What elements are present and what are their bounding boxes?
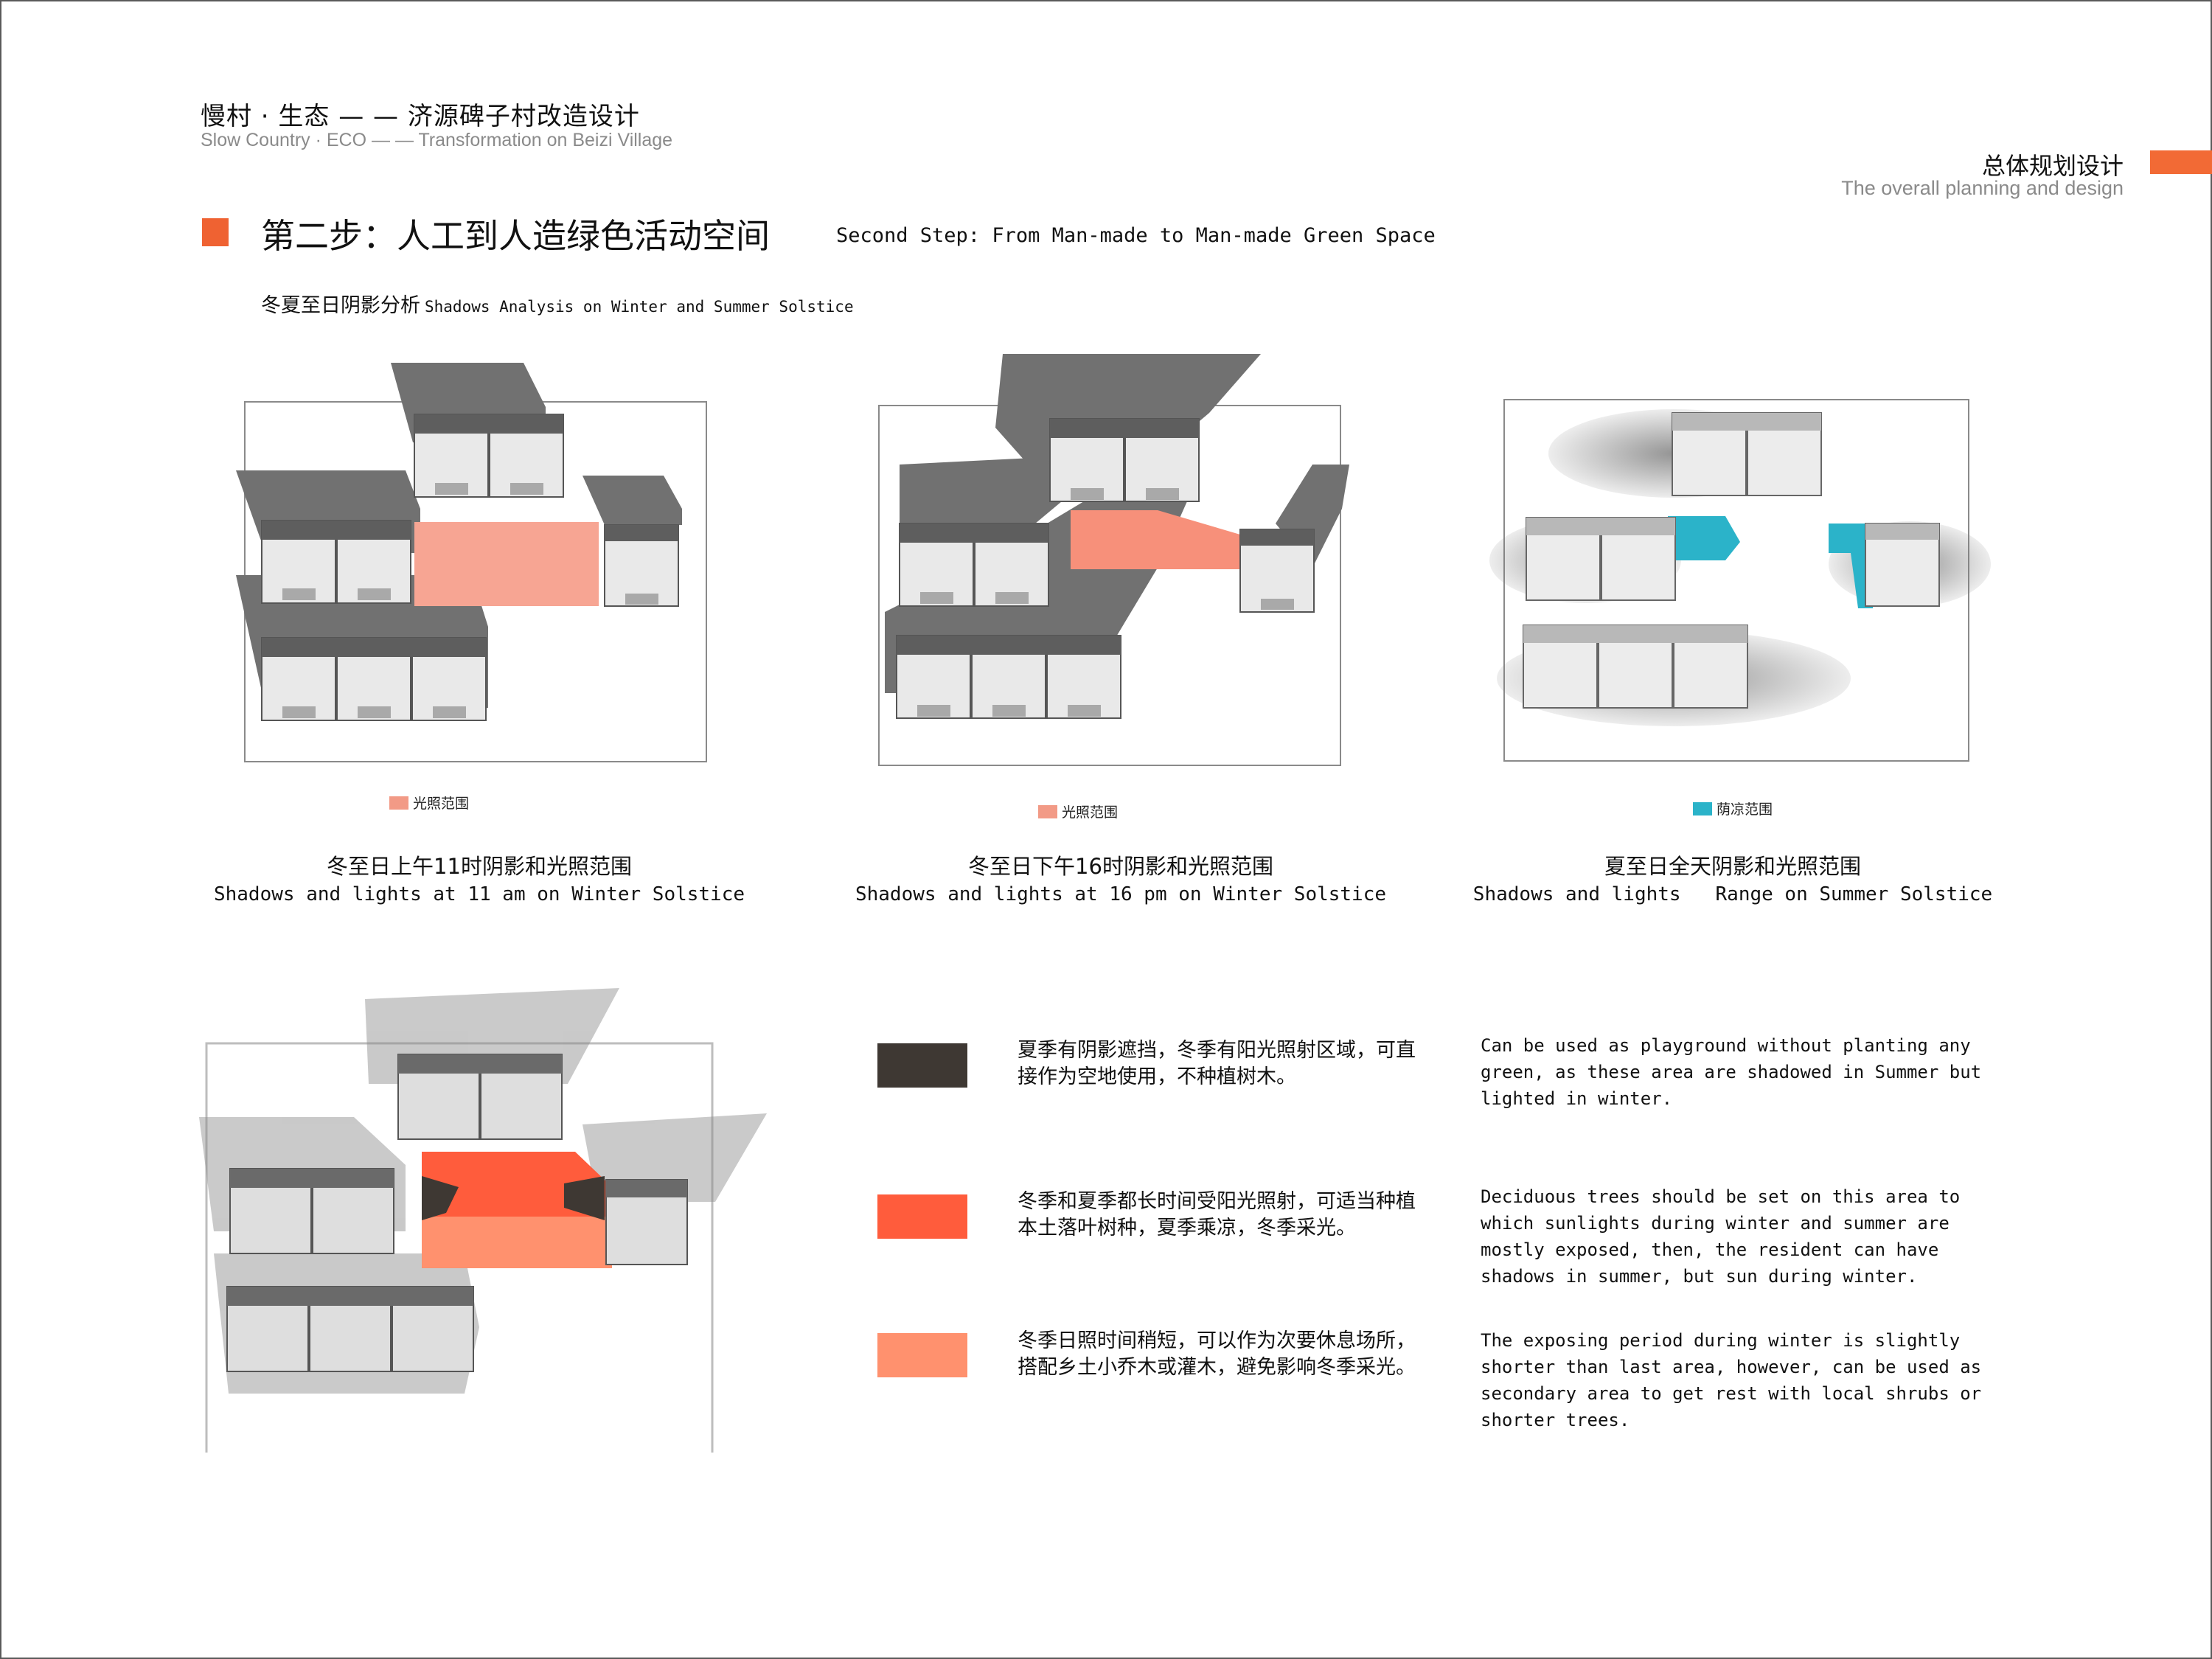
light-range-area: [414, 522, 599, 606]
diagram-composite: [199, 988, 767, 1453]
key-salmon-area: [422, 1217, 612, 1268]
step-title-cn: 第二步：人工到人造绿色活动空间: [261, 216, 770, 256]
legend-swatch: [389, 796, 408, 810]
section-title-cn: 总体规划设计: [1981, 152, 2124, 180]
legend-swatch: [1038, 804, 1057, 818]
caption-cn: 冬至日下午16时阴影和光照范围: [968, 854, 1273, 879]
cool-range-area: [1668, 516, 1740, 560]
diagram-winter-11am: [236, 363, 707, 762]
legend-label: 荫凉范围: [1717, 801, 1773, 818]
caption-diagram-3: 夏至日全天阴影和光照范围 Shadows and lights Range on…: [1445, 849, 2020, 905]
project-title-cn: 慢村 · 生态 — — 济源碑子村改造设计: [201, 102, 640, 131]
caption-cn: 冬至日上午11时阴影和光照范围: [327, 854, 632, 879]
analysis-subtitle: 冬夏至日阴影分析 Shadows Analysis on Winter and S…: [261, 289, 854, 318]
caption-diagram-2: 冬至日下午16时阴影和光照范围 Shadows and lights at 16…: [826, 849, 1416, 905]
caption-en: Shadows and lights at 16 pm on Winter So…: [855, 883, 1387, 905]
key-dark-area: [564, 1176, 605, 1220]
analysis-subtitle-cn: 冬夏至日阴影分析: [261, 294, 420, 317]
key-2-en: Deciduous trees should be set on this ar…: [1481, 1186, 1961, 1287]
diagram-summer-allday: [1489, 399, 1991, 762]
key-swatch-dark: [877, 1043, 967, 1088]
caption-en: Shadows and lights Range on Summer Solst…: [1472, 883, 1993, 905]
section-accent-bar: [2150, 150, 2212, 174]
project-title-en: Slow Country · ECO — — Transformation on…: [201, 130, 673, 150]
key-2-cn: 冬季和夏季都长时间受阳光照射，可适当种植本土落叶树种，夏季乘凉，冬季采光。: [1018, 1190, 1416, 1239]
caption-en: Shadows and lights at 11 am on Winter So…: [213, 883, 745, 905]
analysis-subtitle-en: Shadows Analysis on Winter and Summer So…: [425, 298, 854, 316]
key-1-en: Can be used as playground without planti…: [1481, 1035, 1982, 1109]
caption-cn: 夏至日全天阴影和光照范围: [1604, 854, 1861, 879]
key-swatch-red: [877, 1194, 967, 1239]
cool-range-area: [1829, 524, 1873, 608]
key-dark-area: [422, 1176, 459, 1220]
section-title-en: The overall planning and design: [1841, 177, 2124, 199]
key-3-cn: 冬季日照时间稍短，可以作为次要休息场所，搭配乡土小乔木或灌木，避免影响冬季采光。: [1018, 1329, 1416, 1379]
key-red-area: [422, 1152, 608, 1235]
legend-swatch: [1693, 801, 1712, 815]
legend-diagram-1: 光照范围: [389, 793, 469, 813]
step-marker: [202, 218, 229, 246]
step-title-en: Second Step: From Man-made to Man-made G…: [836, 224, 1436, 247]
light-range-area: [1071, 510, 1240, 569]
caption-diagram-1: 冬至日上午11时阴影和光照范围 Shadows and lights at 11…: [192, 849, 767, 905]
key-1-cn: 夏季有阴影遮挡，冬季有阳光照射区域，可直接作为空地使用，不种植树木。: [1018, 1039, 1416, 1088]
diagram-winter-16pm: [878, 354, 1349, 766]
key-swatch-salmon: [877, 1333, 967, 1377]
legend-label: 光照范围: [413, 796, 470, 812]
legend-diagram-3: 荫凉范围: [1693, 799, 1773, 818]
legend-label: 光照范围: [1062, 804, 1119, 821]
legend-diagram-2: 光照范围: [1038, 801, 1118, 821]
key-3-en: The exposing period during winter is sli…: [1481, 1330, 1982, 1430]
